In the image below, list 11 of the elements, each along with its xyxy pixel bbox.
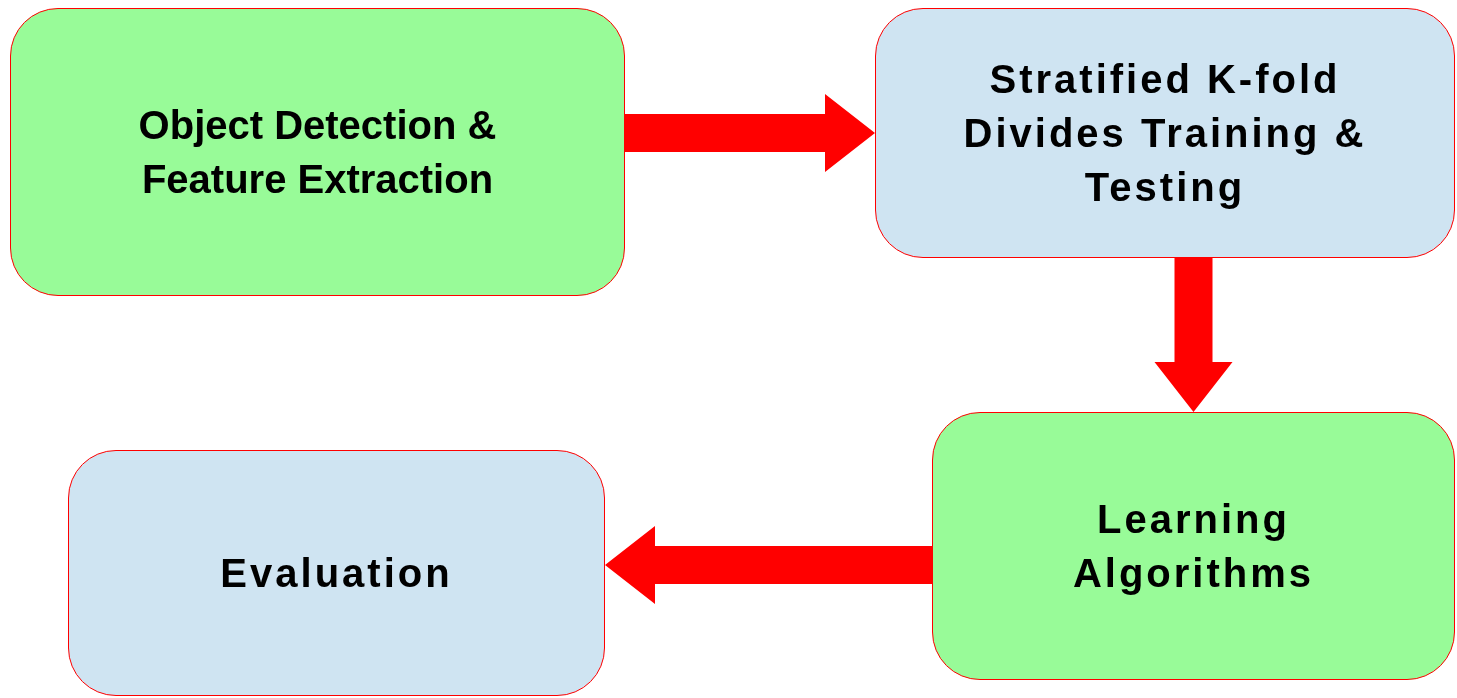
box-label: Evaluation (220, 550, 453, 597)
block-arrow (1154, 258, 1233, 412)
process-box (932, 412, 1455, 680)
process-box (10, 8, 625, 296)
block-arrow (605, 526, 932, 604)
box-label: Learning Algorithms (1071, 496, 1316, 597)
process-box (68, 450, 605, 696)
box-label: Stratified K-fold Divides Training & Testing (962, 56, 1368, 211)
box-label: Object Detection & Feature Extraction (137, 102, 498, 203)
process-box (875, 8, 1455, 258)
block-arrow (625, 94, 875, 172)
